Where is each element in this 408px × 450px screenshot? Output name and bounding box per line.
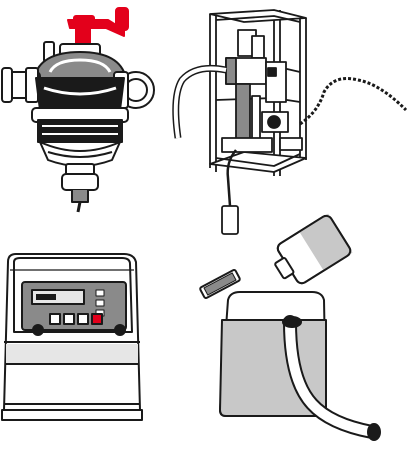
- control-unit-icon: [1, 253, 143, 421]
- multiport-valve-icon: [1, 7, 155, 213]
- red-handle: [67, 7, 129, 49]
- chemical-tank-icon: [199, 213, 381, 441]
- dosing-frame-icon: [172, 9, 408, 235]
